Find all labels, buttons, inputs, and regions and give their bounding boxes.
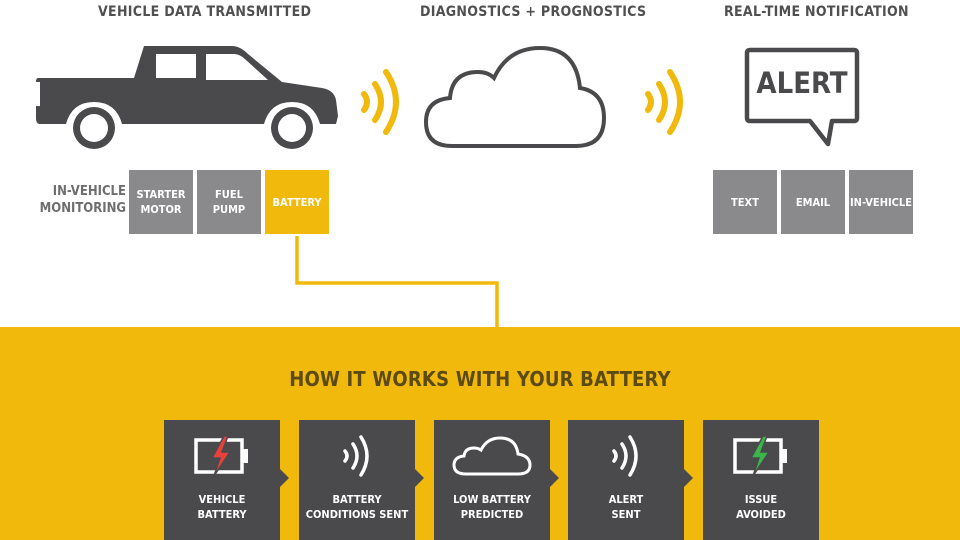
step-label: LOW BATTERY PREDICTED — [453, 493, 531, 521]
alert-text: ALERT — [756, 66, 848, 100]
step-label: ISSUE AVOIDED — [736, 493, 786, 521]
step-issue-avoided: ISSUE AVOIDED — [703, 420, 819, 540]
battery-low-icon — [194, 435, 248, 477]
battery-ok-icon — [733, 435, 787, 477]
step-low-battery-predicted: LOW BATTERY PREDICTED — [434, 420, 550, 540]
step-alert-sent: ALERT SENT — [568, 420, 684, 540]
step-vehicle-battery: VEHICLE BATTERY — [164, 420, 280, 540]
cloud-icon — [452, 436, 532, 476]
step-arrow — [550, 469, 559, 487]
step-label: ALERT SENT — [608, 493, 644, 521]
pickup-truck-icon — [36, 46, 338, 149]
how-it-works-title: HOW IT WORKS WITH YOUR BATTERY — [289, 367, 671, 391]
notification-heading: REAL-TIME NOTIFICATION — [724, 4, 909, 20]
email-notification-box: EMAIL — [781, 170, 845, 234]
vehicle-data-heading: VEHICLE DATA TRANSMITTED — [98, 4, 312, 20]
signal-waves-icon — [645, 69, 683, 135]
in-vehicle-notification-box: IN-VEHICLE — [849, 170, 913, 234]
diagnostics-heading: DIAGNOSTICS + PROGNOSTICS — [420, 4, 647, 20]
signal-waves-icon — [343, 435, 369, 477]
cloud-icon — [423, 45, 607, 148]
step-battery-conditions-sent: BATTERY CONDITIONS SENT — [299, 420, 415, 540]
connector-line — [295, 236, 499, 328]
step-arrow — [280, 469, 289, 487]
step-arrow — [684, 469, 693, 487]
text-notification-box: TEXT — [713, 170, 777, 234]
step-label: VEHICLE BATTERY — [197, 493, 247, 521]
step-label: BATTERY CONDITIONS SENT — [305, 493, 409, 521]
step-arrow — [415, 469, 424, 487]
starter-motor-box: STARTER MOTOR — [129, 170, 193, 234]
fuel-pump-box: FUEL PUMP — [197, 170, 261, 234]
in-vehicle-monitoring-label: IN-VEHICLE MONITORING — [39, 184, 126, 216]
signal-waves-icon — [612, 435, 638, 477]
battery-box: BATTERY — [265, 170, 329, 234]
signal-waves-icon — [361, 69, 399, 135]
alert-bubble-icon — [744, 47, 860, 147]
